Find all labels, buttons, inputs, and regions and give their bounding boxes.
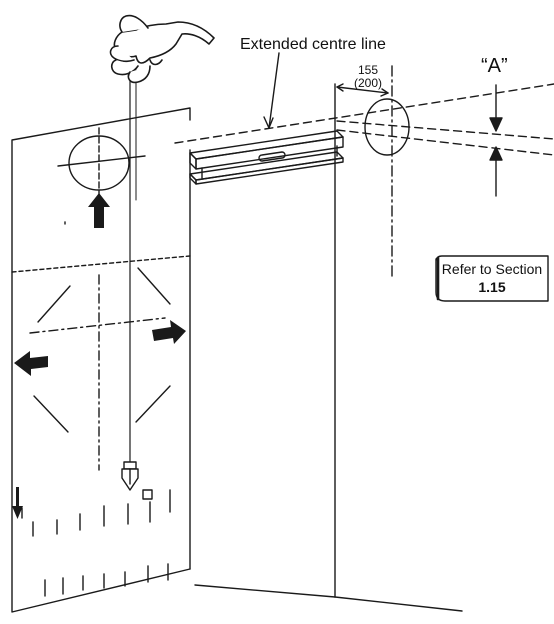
hand-finger-1	[109, 45, 135, 63]
floor-line-right	[334, 596, 463, 612]
plumb-bob-cap	[123, 461, 137, 470]
template-square-mark	[142, 489, 153, 500]
hand-knuckle	[149, 59, 163, 66]
offset-arrow-right	[380, 88, 389, 97]
template-mark-bl	[33, 395, 69, 433]
offset-alt-value-label: (200)	[354, 76, 382, 90]
bracket-top-end	[189, 152, 197, 170]
bracket-bottom-end	[189, 173, 197, 185]
hand-finger-3	[127, 65, 151, 84]
dimension-a-label: “A”	[481, 55, 508, 77]
bracket-top-front	[195, 136, 344, 170]
arrow-left-icon	[14, 351, 48, 376]
centre-line-top	[174, 83, 554, 144]
wall	[189, 83, 463, 612]
arrow-down-icon	[12, 487, 23, 519]
template-mark-br	[135, 385, 171, 423]
extended-centre-line-label: Extended centre line	[240, 36, 386, 53]
paper-template	[11, 107, 191, 613]
refer-section-label: Refer to Section	[442, 261, 542, 277]
hand-thumb	[119, 14, 149, 33]
extension-line-1	[336, 120, 554, 140]
offset-dimension-line	[336, 86, 389, 94]
dimension-a-arrow-down	[489, 117, 503, 132]
offset-dimension	[336, 83, 389, 97]
template-outline	[11, 107, 191, 613]
hanger-bracket	[189, 130, 344, 185]
leader-line	[268, 52, 280, 129]
centre-line-leader	[263, 52, 280, 129]
offset-value-label: 155	[358, 63, 378, 77]
level-bubble-slot	[258, 151, 286, 162]
extension-line-2	[336, 129, 554, 156]
template-mark-tl	[37, 285, 71, 323]
leader-arrowhead	[263, 116, 274, 129]
plumb-bob-icon	[121, 461, 139, 491]
arrow-up-icon	[88, 193, 110, 228]
template-fold-line	[11, 255, 191, 273]
floor-line-left	[194, 584, 336, 598]
arrow-right-icon	[152, 320, 186, 344]
hand-icon	[109, 14, 215, 84]
dimension-a-arrow-up	[489, 146, 503, 161]
template-circle-crosshair-h	[57, 155, 146, 167]
extended-centre-line	[174, 83, 554, 156]
refer-section-number: 1.15	[478, 279, 505, 295]
template-horizontal-centre	[29, 317, 166, 334]
hand-finger-2	[110, 59, 139, 76]
template-tick-marks	[21, 221, 171, 597]
projected-hole-circle	[364, 98, 410, 156]
dimension-a-arrows	[489, 84, 503, 197]
offset-arrow-left	[336, 83, 344, 92]
template-circle	[68, 135, 130, 191]
template-mark-tr	[137, 267, 171, 305]
